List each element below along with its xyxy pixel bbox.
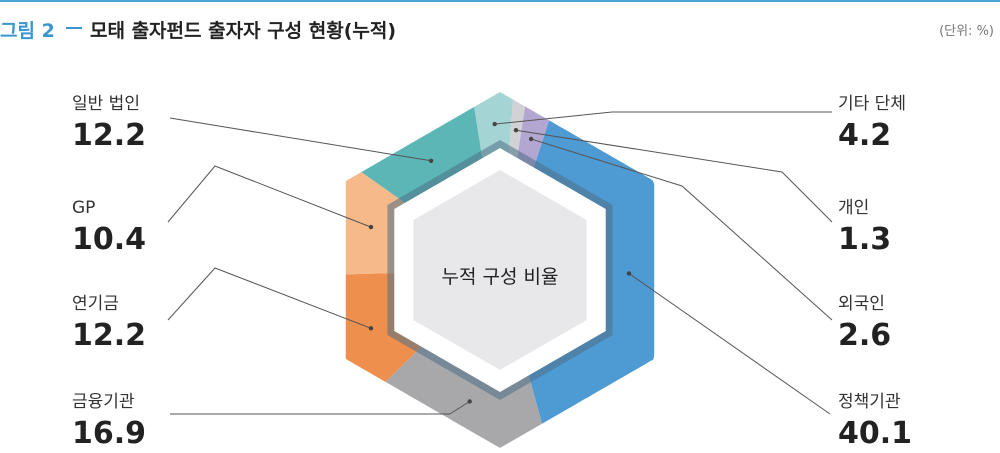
leader-dot-일반-법인	[428, 158, 434, 163]
series-name: 기타 단체	[838, 94, 906, 114]
leader-dot-금융기관	[467, 399, 472, 404]
chart-title: 모태 출자펀드 출자자 구성 현황(누적)	[90, 20, 397, 42]
series-name: 개인	[838, 198, 870, 218]
series-name: 외국인	[838, 294, 885, 314]
figure-header: 그림 2 모태 출자펀드 출자자 구성 현황(누적) (단위: %)	[0, 16, 1000, 52]
label-기타-단체: 기타 단체 4.2	[838, 94, 906, 154]
leader-line-연기금	[167, 267, 372, 329]
leader-dot-외국인	[528, 136, 534, 142]
label-정책기관: 정책기관 40.1	[838, 392, 912, 452]
title-dash	[66, 27, 82, 29]
figure-number: 그림 2	[0, 20, 55, 42]
label-연기금: 연기금 12.2	[72, 294, 146, 354]
series-value: 10.4	[72, 222, 147, 257]
leader-dot-개인	[513, 128, 519, 133]
center-hexagon	[413, 170, 587, 370]
series-value: 1.3	[838, 222, 892, 257]
slice-일반-법인	[361, 106, 483, 204]
label-금융기관: 금융기관 16.9	[72, 392, 146, 452]
leader-line-일반-법인	[169, 117, 432, 162]
series-value: 16.9	[72, 416, 147, 451]
slice-금융기관	[385, 345, 542, 448]
series-value: 40.1	[838, 416, 913, 451]
series-name: GP	[72, 198, 96, 218]
series-value: 12.2	[72, 318, 147, 353]
leader-line-기타-단체	[494, 111, 832, 125]
leader-dot-기타-단체	[492, 121, 497, 127]
series-value: 12.2	[72, 118, 147, 153]
leader-dot-GP	[368, 224, 374, 230]
series-name: 금융기관	[72, 392, 135, 412]
leader-dot-연기금	[368, 326, 374, 331]
leader-line-외국인	[530, 138, 833, 321]
leader-line-개인	[515, 129, 833, 223]
center-label: 누적 구성 비율	[441, 266, 559, 288]
label-개인: 개인 1.3	[838, 198, 891, 258]
slice-정책기관	[528, 120, 655, 424]
leader-line-정책기관	[628, 273, 831, 415]
label-일반-법인: 일반 법인 12.2	[72, 94, 146, 154]
leader-line-금융기관	[170, 401, 470, 415]
leader-dot-정책기관	[626, 271, 632, 276]
series-name: 정책기관	[838, 392, 901, 412]
leader-line-GP	[167, 165, 372, 228]
unit-label: (단위: %)	[939, 24, 994, 39]
series-value: 2.6	[838, 318, 892, 353]
label-외국인: 외국인 2.6	[838, 294, 891, 354]
top-rule	[0, 0, 1000, 2]
series-name: 일반 법인	[72, 94, 140, 114]
label-gp: GP 10.4	[72, 198, 146, 258]
slice-연기금	[345, 273, 423, 382]
slice-외국인	[516, 106, 550, 170]
series-value: 4.2	[838, 118, 892, 153]
series-name: 연기금	[72, 294, 119, 314]
